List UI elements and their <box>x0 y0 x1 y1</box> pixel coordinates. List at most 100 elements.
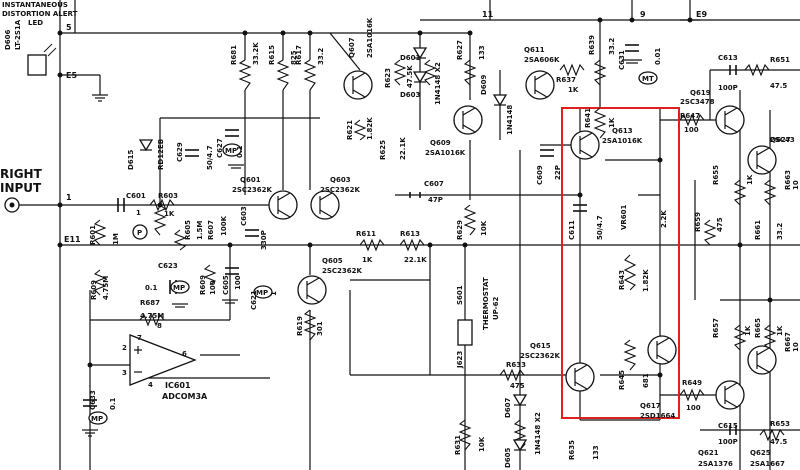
label-r631v: 10K <box>478 436 486 452</box>
alert-line-2: DISTORTION ALERT <box>2 10 78 18</box>
label-c615v: 100P <box>718 438 738 446</box>
ground-symbols <box>82 19 700 437</box>
label-r619v: 301 <box>316 321 324 336</box>
junction-dots <box>57 17 773 378</box>
label-c605: C605 <box>222 275 230 295</box>
label-c631: C631 <box>618 50 626 70</box>
label-ic601: IC601 <box>165 381 191 390</box>
label-d615: D615 <box>127 149 135 170</box>
label-ne5: E5 <box>66 71 77 80</box>
label-r619: R619 <box>296 316 304 336</box>
label-r617: R617 <box>295 45 303 65</box>
label-r665: R665 <box>754 318 762 338</box>
label-r659: R659 <box>694 212 702 232</box>
label-r643v: 1.82K <box>642 269 650 292</box>
label-r629: R629 <box>456 220 464 240</box>
label-r681v: 33.2K <box>252 42 260 65</box>
label-r605v: 1.5M <box>196 221 204 240</box>
label-r621: R621 <box>346 120 354 140</box>
label-c629v: 50/4.7 <box>206 145 214 170</box>
capacitor-symbols <box>83 44 737 435</box>
label-r615v: 825 <box>290 50 298 65</box>
label-q625: Q625 <box>750 449 771 457</box>
label-r625: R625 <box>379 140 387 160</box>
label-q609: Q609 <box>430 139 451 147</box>
label-r667: R667 <box>784 332 792 352</box>
label-c601v: 1 <box>136 209 141 217</box>
label-q613: Q613 <box>612 127 633 135</box>
input-line-1: RIGHT <box>0 167 43 181</box>
label-r617v: 33.2 <box>317 48 325 65</box>
label-r681: R681 <box>230 45 238 65</box>
label-c627: C627 <box>216 138 224 158</box>
label-c627v: 0.1 <box>236 145 244 158</box>
label-r615: R615 <box>268 45 276 65</box>
label-r651v: 47.5 <box>770 82 787 90</box>
input-line-2: INPUT <box>0 181 42 195</box>
label-r639v: 33.2 <box>608 38 616 55</box>
mp-label-c623: MP <box>173 284 185 292</box>
p-label-c601: P <box>137 229 142 237</box>
label-c621v: 1 <box>270 291 278 296</box>
label-c609v: 22P <box>554 165 562 180</box>
label-n5: 5 <box>66 23 72 32</box>
label-vr601: VR601 <box>620 204 628 230</box>
label-q607t: 2SA1016K <box>366 17 374 58</box>
label-r635v: 133 <box>592 445 600 460</box>
label-r657v: 1K <box>744 325 752 336</box>
label-r649: R649 <box>682 379 702 387</box>
label-r641: R641 <box>584 108 592 128</box>
label-r653v: 47.5 <box>770 438 787 446</box>
label-c607v: 47P <box>428 196 443 204</box>
label-r687v: 4.75M <box>140 312 164 320</box>
label-c615: C615 <box>718 422 738 430</box>
label-q615: Q615 <box>530 342 551 350</box>
label-p7: 7 <box>137 334 142 342</box>
label-r609b: R609 <box>199 275 207 295</box>
label-r647: R647 <box>680 112 700 120</box>
label-q611t: 2SA606K <box>524 56 560 64</box>
label-r661v: 33.2 <box>776 223 784 240</box>
label-d609: D609 <box>480 74 488 95</box>
label-r651: R651 <box>770 56 790 64</box>
label-c613v: 100P <box>718 84 738 92</box>
label-r609bv: 100 <box>209 280 217 295</box>
diode-symbols <box>28 47 528 452</box>
label-r635: R635 <box>568 440 576 460</box>
label-n9: 9 <box>640 10 646 19</box>
label-r627v: 133 <box>478 45 486 60</box>
label-r631: R631 <box>454 435 462 455</box>
alert-line-1: INSTANTANEOUS <box>2 1 68 9</box>
mp-label-c627: MP <box>225 147 237 155</box>
alert-line-3: LED <box>28 19 43 27</box>
label-r645v: 681 <box>642 373 650 388</box>
label-d605t: 1N4148 X2 <box>534 412 542 455</box>
label-j623: J623 <box>456 351 464 369</box>
label-r655: R655 <box>712 165 720 185</box>
label-r647v: 100 <box>684 126 699 134</box>
label-r623v: 47.5K <box>406 65 414 88</box>
label-c633v: 0.1 <box>109 397 117 410</box>
label-q625t: 2SA1667 <box>750 460 785 468</box>
label-c623v: 0.1 <box>145 284 158 292</box>
label-d605: D605 <box>504 447 512 468</box>
label-r645: R645 <box>618 370 626 390</box>
label-n1: 1 <box>66 193 72 202</box>
label-q627: Q627 <box>770 136 791 144</box>
label-r665v: 1K <box>776 325 784 336</box>
label-r629v: 10K <box>480 220 488 236</box>
label-d615t: RD12EB <box>157 139 165 170</box>
label-r687: R687 <box>140 299 160 307</box>
opamp-symbol <box>129 334 197 386</box>
highlight-box <box>561 107 680 419</box>
label-r627: R627 <box>456 40 464 60</box>
label-r663v: 10 <box>792 180 800 190</box>
label-d601: D601 <box>400 54 421 62</box>
label-p6: 6 <box>182 350 187 358</box>
label-q617: Q617 <box>640 402 661 410</box>
label-q615t: 2SC2362K <box>520 352 561 360</box>
label-c609: C609 <box>536 165 544 185</box>
mp-markers <box>88 71 658 425</box>
